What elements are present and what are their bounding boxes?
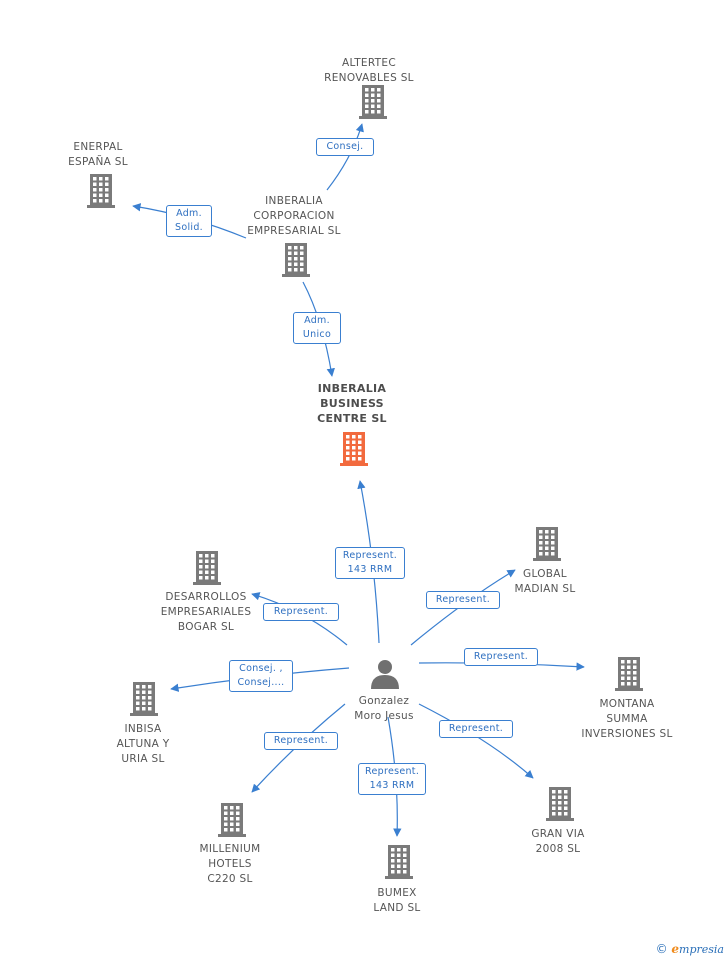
- edge-gon-granvia: [418, 703, 534, 779]
- person-icon[interactable]: [371, 660, 399, 689]
- empresia-logo[interactable]: © empresia: [656, 942, 724, 956]
- edge-label-gon-bumex[interactable]: Represent. 143 RRM: [358, 763, 426, 795]
- edge-corp-altertec: [326, 123, 364, 191]
- node-label-enerpal[interactable]: ENERPAL ESPAÑA SL: [68, 141, 128, 168]
- node-label-bumex[interactable]: BUMEX LAND SL: [373, 887, 421, 914]
- node-label-inberalia_bc[interactable]: INBERALIA BUSINESS CENTRE SL: [317, 382, 387, 425]
- brand-initial: e: [671, 942, 680, 956]
- node-label-millenium[interactable]: MILLENIUM HOTELS C220 SL: [199, 843, 261, 885]
- building-icon[interactable]: [87, 174, 115, 208]
- edge-label-corp-altertec[interactable]: Consej.: [316, 138, 374, 156]
- edge-label-gon-global[interactable]: Represent.: [426, 591, 500, 609]
- node-label-altertec[interactable]: ALTERTEC RENOVABLES SL: [324, 57, 414, 84]
- building-icon[interactable]: [546, 787, 574, 821]
- brand-rest: mpresia: [679, 943, 724, 956]
- node-label-inberalia_corp[interactable]: INBERALIA CORPORACION EMPRESARIAL SL: [247, 195, 341, 237]
- edge-label-gon-granvia[interactable]: Represent.: [439, 720, 513, 738]
- node-label-gonzalez[interactable]: Gonzalez Moro Jesus: [354, 695, 414, 722]
- edge-label-corp-enerpal[interactable]: Adm. Solid.: [166, 205, 212, 237]
- edge-label-corp-bc[interactable]: Adm. Unico: [293, 312, 341, 344]
- building-icon[interactable]: [385, 845, 413, 879]
- building-icon[interactable]: [615, 657, 643, 691]
- building-icon[interactable]: [359, 85, 387, 119]
- edge-label-gon-bc[interactable]: Represent. 143 RRM: [335, 547, 405, 579]
- edge-label-gon-montana[interactable]: Represent.: [464, 648, 538, 666]
- node-label-global_madian[interactable]: GLOBAL MADIAN SL: [514, 568, 576, 595]
- building-icon[interactable]: [282, 243, 310, 277]
- copyright-symbol: ©: [655, 942, 668, 956]
- node-label-inbisa[interactable]: INBISA ALTUNA Y URIA SL: [116, 723, 170, 765]
- node-label-granvia[interactable]: GRAN VIA 2008 SL: [531, 828, 585, 855]
- edge-label-gon-inbisa[interactable]: Consej. , Consej....: [229, 660, 293, 692]
- building-icon[interactable]: [340, 432, 368, 466]
- building-icon[interactable]: [193, 551, 221, 585]
- node-label-montana[interactable]: MONTANA SUMMA INVERSIONES SL: [581, 698, 673, 740]
- node-label-desarrollos[interactable]: DESARROLLOS EMPRESARIALES BOGAR SL: [160, 591, 252, 633]
- building-icon[interactable]: [130, 682, 158, 716]
- building-icon[interactable]: [218, 803, 246, 837]
- building-icon[interactable]: [533, 527, 561, 561]
- edge-label-gon-desarrollos[interactable]: Represent.: [263, 603, 339, 621]
- edge-label-gon-millenium[interactable]: Represent.: [264, 732, 338, 750]
